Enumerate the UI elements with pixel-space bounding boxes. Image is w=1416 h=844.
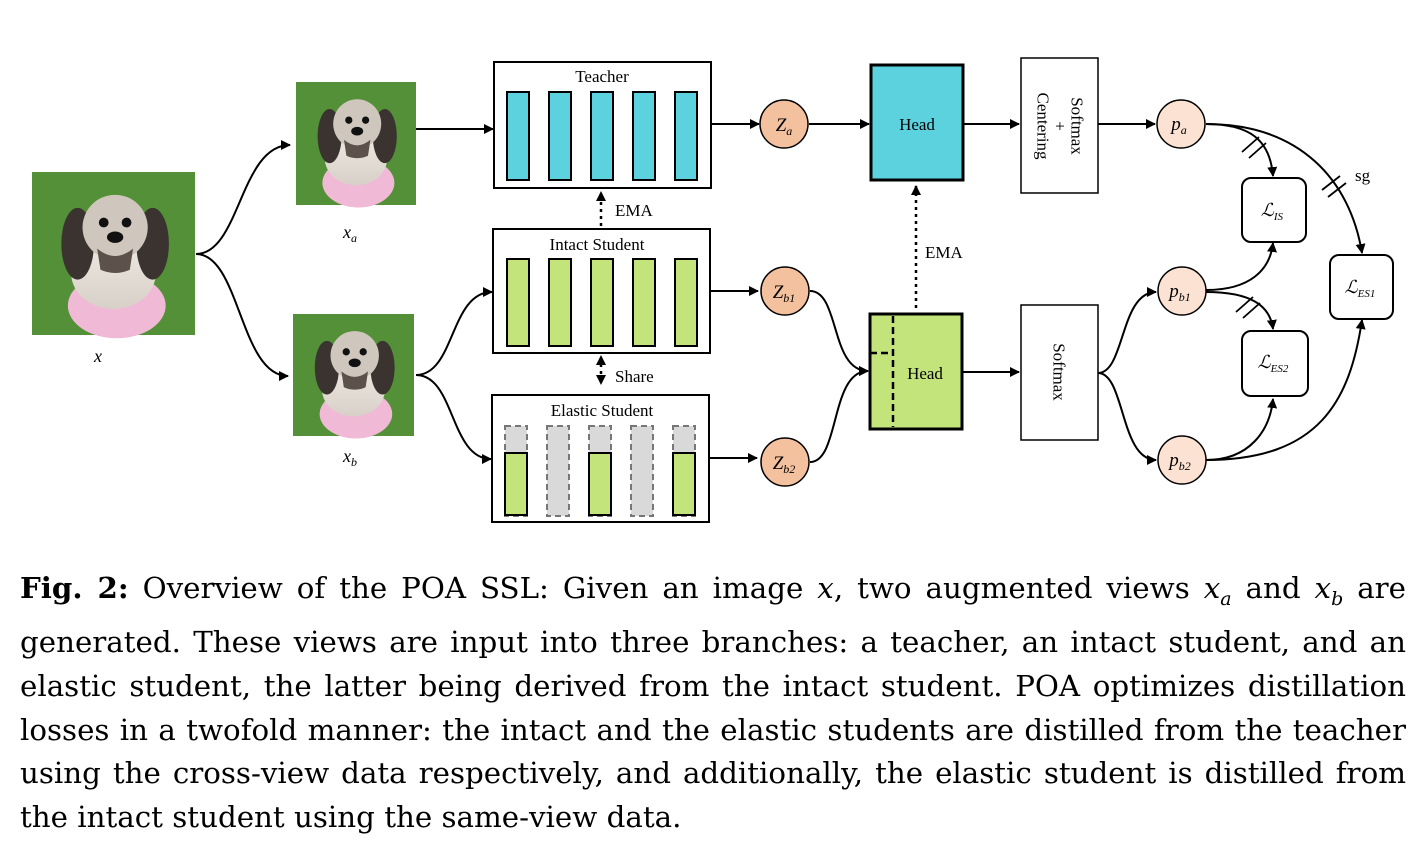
prob-pb1: pb1 [1157, 266, 1207, 316]
caption-part3: are generated. These views are input int… [20, 571, 1407, 834]
intact-layer-2 [548, 258, 572, 347]
elastic-dashed-2 [546, 425, 570, 517]
svg-text:ℒES2: ℒES2 [1258, 352, 1289, 375]
elastic-student-branch: Elastic Student [491, 394, 710, 523]
input-image-x [32, 172, 195, 339]
prob-pa: pa [1156, 99, 1206, 149]
intact-title: Intact Student [550, 235, 645, 254]
svg-text:pa: pa [1169, 114, 1187, 137]
intact-layer-5 [674, 258, 698, 347]
svg-text:Zb1: Zb1 [773, 282, 796, 305]
svg-text:pb1: pb1 [1167, 281, 1191, 304]
input-image-xa [296, 82, 416, 208]
teacher-layer-5 [674, 91, 698, 181]
caption-label: Fig. 2: [20, 570, 129, 605]
teacher-layer-1 [506, 91, 530, 181]
svg-text:Head: Head [899, 115, 935, 134]
arrow-to-pb1 [1097, 287, 1157, 374]
input-image-xb [293, 314, 414, 439]
teacher-head: Head [869, 63, 965, 182]
svg-text:Zb2: Zb2 [773, 453, 796, 476]
svg-text:Centering: Centering [1034, 92, 1053, 160]
intact-layer-1 [506, 258, 530, 347]
arrow-x-to-xa [195, 140, 291, 255]
svg-text:Softmax: Softmax [1050, 343, 1069, 401]
arrow-x-to-xb [195, 253, 289, 381]
arrow-pb2-to-les2 [1205, 398, 1278, 461]
prob-pb2: pb2 [1157, 435, 1207, 485]
svg-text:+: + [1051, 121, 1070, 131]
ema-label-mid: EMA [925, 243, 964, 262]
arrow-pa-to-les1 [1205, 123, 1366, 254]
ema-label-top: EMA [615, 201, 654, 220]
elastic-layer-5 [672, 452, 696, 516]
teacher-branch: Teacher [493, 61, 712, 189]
svg-text:Head: Head [907, 364, 943, 383]
intact-layer-4 [632, 258, 656, 347]
label-xa: xa [342, 222, 357, 245]
stop-gradient-marks [1235, 136, 1347, 319]
svg-text:ℒES1: ℒES1 [1345, 277, 1376, 300]
caption-math-xb: xb [1314, 571, 1344, 610]
teacher-layer-3 [590, 91, 614, 181]
caption-part2: , two augmented views [833, 571, 1204, 605]
intact-student-branch: Intact Student [492, 228, 711, 354]
caption-math-xa: xa [1203, 571, 1232, 610]
teacher-layer-4 [632, 91, 656, 181]
poa-diagram: x xa xb Teacher Intact Student [32, 57, 1394, 523]
feature-za: Za [759, 99, 809, 149]
caption-and: and [1231, 571, 1315, 605]
label-x: x [93, 346, 102, 366]
sg-label: sg [1355, 166, 1371, 185]
svg-text:Za: Za [776, 115, 793, 138]
loss-es2: ℒES2 [1241, 330, 1309, 397]
svg-text:pb2: pb2 [1167, 450, 1191, 473]
loss-is: ℒIS [1241, 177, 1307, 243]
loss-es1: ℒES1 [1329, 254, 1394, 320]
student-head: Head [868, 312, 964, 431]
arrow-pb1-to-lis [1205, 242, 1277, 291]
figure-caption: Fig. 2: Overview of the POA SSL: Given a… [20, 566, 1406, 839]
elastic-layer-3 [588, 452, 612, 516]
elastic-title: Elastic Student [551, 401, 654, 420]
arrow-zb1-to-head [809, 290, 869, 376]
softmax-centering-box: Softmax + Centering [1020, 57, 1099, 194]
intact-layer-3 [590, 258, 614, 347]
arrow-pb1-to-les2 [1205, 291, 1277, 330]
label-xb: xb [342, 446, 357, 469]
arrow-xb-to-intact [415, 287, 493, 376]
arrow-xb-to-elastic [415, 374, 492, 464]
arrow-zb2-to-head [809, 366, 869, 463]
arrow-pb2-to-les1 [1205, 319, 1366, 461]
svg-text:ℒIS: ℒIS [1261, 200, 1284, 223]
caption-math-x: x [817, 571, 834, 605]
softmax-box: Softmax [1020, 304, 1099, 441]
caption-part1: Overview of the POA SSL: Given an image [128, 571, 818, 605]
teacher-layer-2 [548, 91, 572, 181]
share-label: Share [615, 367, 654, 386]
arrow-to-pb2 [1097, 372, 1157, 465]
feature-zb2: Zb2 [760, 437, 810, 487]
elastic-layer-1 [504, 452, 528, 516]
teacher-title: Teacher [575, 67, 629, 86]
elastic-dashed-4 [630, 425, 654, 517]
feature-zb1: Zb1 [760, 266, 810, 316]
svg-text:Softmax: Softmax [1068, 97, 1087, 155]
